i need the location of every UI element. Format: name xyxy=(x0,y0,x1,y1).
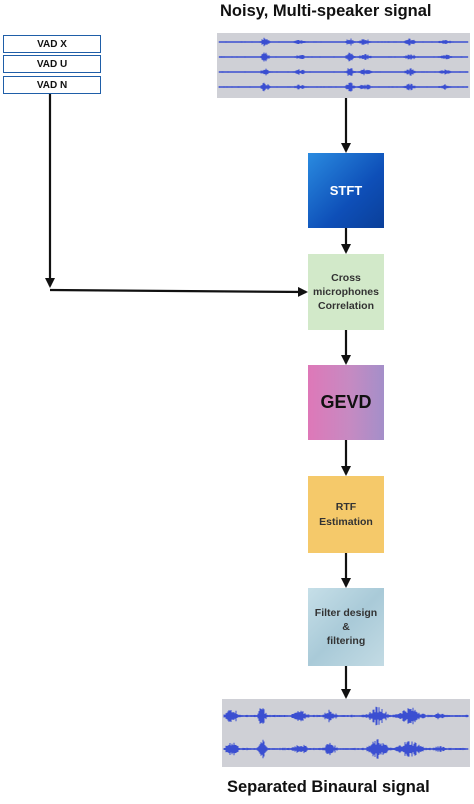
filter-design-block: Filter design & filtering xyxy=(308,588,384,666)
rtf-estimation-block: RTF Estimation xyxy=(308,476,384,553)
output-waveform-panel xyxy=(222,699,470,767)
vad-u-box: VAD U xyxy=(3,55,101,73)
input-signal-title: Noisy, Multi-speaker signal xyxy=(220,2,432,20)
arrow-vad-to-correlation xyxy=(49,286,308,297)
output-waveform-background xyxy=(222,699,470,767)
vad-x-box: VAD X xyxy=(3,35,101,53)
output-signal-title: Separated Binaural signal xyxy=(227,778,430,796)
input-waveform-background xyxy=(217,33,470,98)
gevd-block: GEVD xyxy=(308,365,384,440)
output-waveform xyxy=(223,706,469,759)
input-waveform xyxy=(218,37,469,92)
input-waveform-panel xyxy=(217,33,470,98)
stft-block: STFT xyxy=(308,153,384,228)
filter-design-label: Filter design & filtering xyxy=(314,606,378,648)
cross-correlation-block: Cross microphones Correlation xyxy=(308,254,384,330)
stft-label: STFT xyxy=(329,182,363,198)
vad-n-box: VAD N xyxy=(3,76,101,94)
rtf-estimation-label: RTF Estimation xyxy=(319,501,373,528)
cross-correlation-label: Cross microphones Correlation xyxy=(313,271,379,313)
gevd-label: GEVD xyxy=(320,392,372,413)
